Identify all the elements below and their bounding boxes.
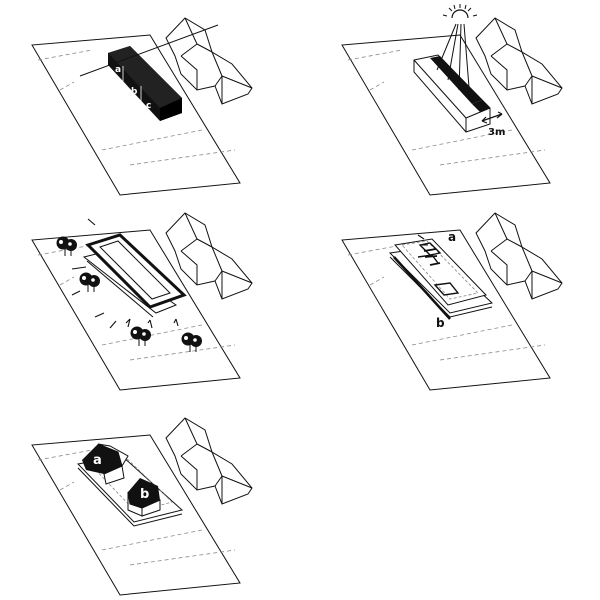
label-a: a [115,65,121,75]
label-c: c [146,101,151,111]
label-a: a [448,230,456,244]
panel-2-sun: 3m [341,4,563,196]
label-b: b [140,487,149,502]
panel-5-volumes: a b [31,417,253,596]
panel-3-openness [31,212,253,391]
tree-icon [181,332,203,353]
label-b: b [436,316,445,330]
setback-dimension-label: 3m [488,127,505,138]
tree-icon [79,272,101,293]
tree-icon [130,326,152,347]
panel-4-layout: a b [341,212,563,391]
tree-icon [56,236,78,257]
label-b: b [131,87,138,97]
sun-icon [442,4,478,19]
label-a: a [93,453,102,468]
panel-1-massing: a b c [31,17,253,196]
